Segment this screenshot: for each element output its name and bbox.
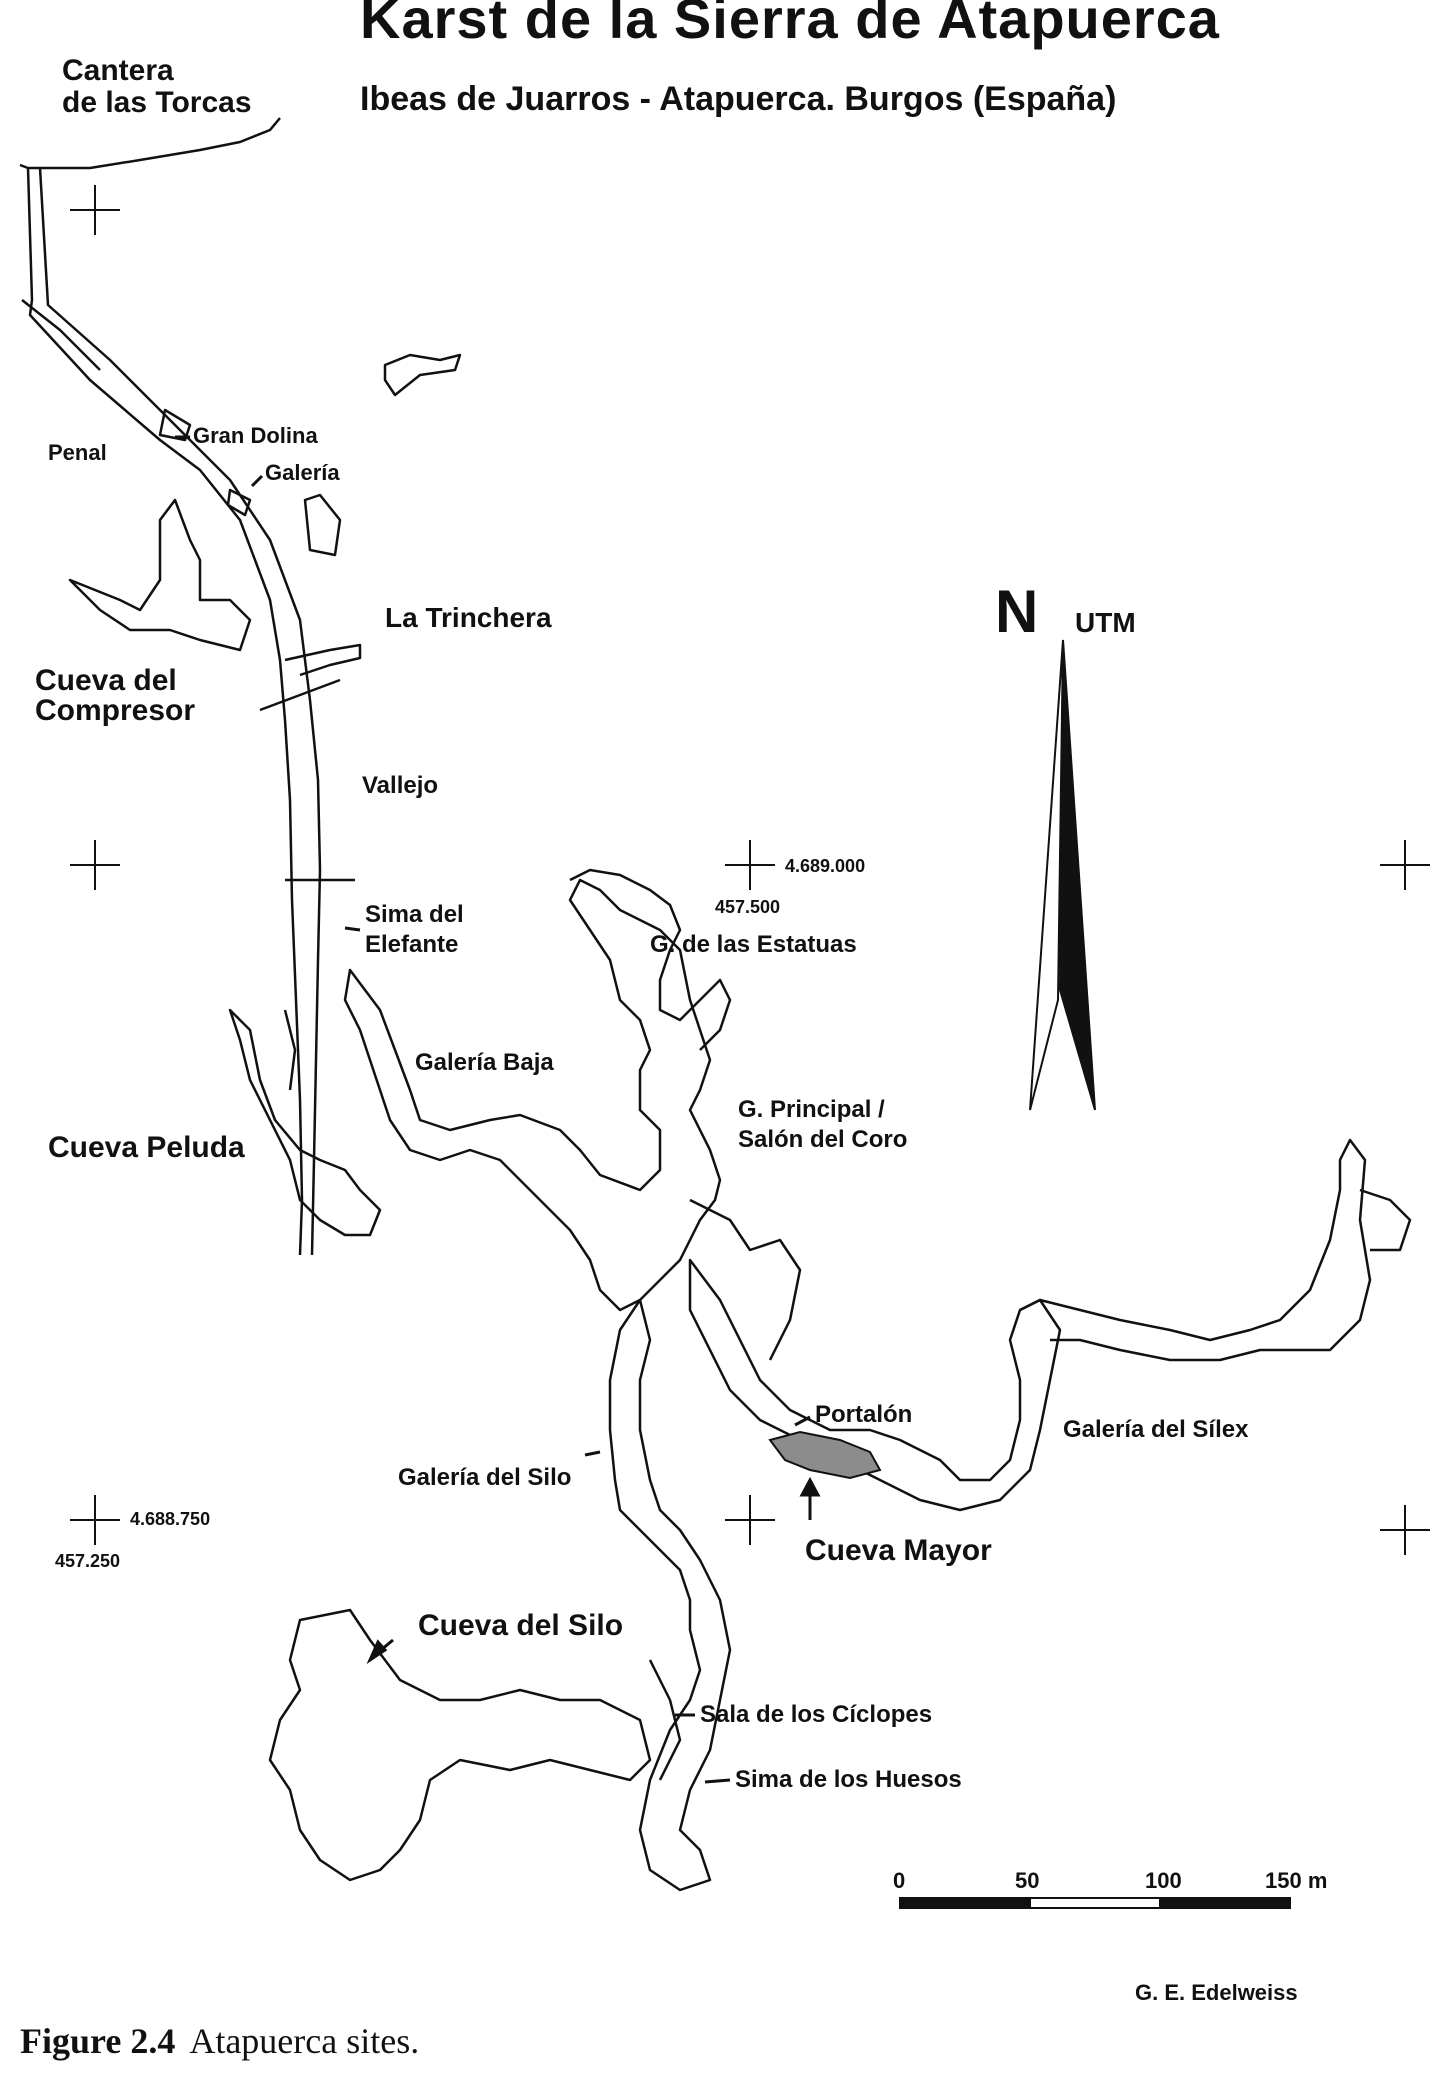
- label-cueva-silo: Cueva del Silo: [418, 1609, 623, 1642]
- survey-cross-2: [70, 840, 120, 890]
- label-la-trinchera: La Trinchera: [385, 602, 552, 633]
- gran-dolina-outline: [158, 408, 192, 442]
- survey-cross-3: [725, 840, 775, 890]
- cueva-peluda-outline: [228, 1008, 382, 1237]
- coord-west: 457.250: [55, 1551, 120, 1571]
- estatuas-outline: [569, 868, 732, 1051]
- trinchera-spur: [284, 643, 362, 677]
- compresor-outline: [68, 498, 252, 652]
- scale-tick-50: 50: [1015, 1868, 1039, 1893]
- coord-east: 457.500: [715, 897, 780, 917]
- label-portalon: Portalón: [815, 1401, 912, 1428]
- scale-tick-150: 150 m: [1265, 1868, 1327, 1893]
- cueva-silo-outline: [268, 1608, 652, 1882]
- label-cueva-mayor: Cueva Mayor: [805, 1534, 992, 1567]
- galeria-silex-outline: [1019, 1138, 1372, 1362]
- north-arrow: [1029, 639, 1096, 1111]
- coord-north: 4.689.000: [785, 856, 865, 876]
- small-fragment-outline: [383, 353, 462, 397]
- road-outline: [19, 117, 281, 170]
- galeria-outline: [226, 488, 252, 517]
- caption-text: Atapuerca sites.: [189, 2021, 420, 2061]
- label-g-principal-2: Salón del Coro: [738, 1126, 907, 1153]
- label-cantera-1: Cantera: [62, 54, 174, 87]
- coord-south: 4.688.750: [130, 1509, 210, 1529]
- peluda-branch: [283, 1009, 297, 1091]
- label-galeria: Galería: [265, 460, 340, 485]
- map-subtitle: Ibeas de Juarros - Atapuerca. Burgos (Es…: [360, 80, 1117, 118]
- label-pointers: [175, 435, 821, 1784]
- label-gran-dolina: Gran Dolina: [193, 423, 318, 448]
- label-penal: Penal: [48, 440, 107, 465]
- cueva-mayor-fill: [768, 1430, 882, 1480]
- survey-cross-7: [1380, 1505, 1430, 1555]
- survey-cross-4: [1380, 840, 1430, 890]
- figure-caption: Figure 2.4 Atapuerca sites.: [20, 2020, 419, 2062]
- label-compresor-2: Compresor: [35, 694, 195, 727]
- label-galeria-silex: Galería del Sílex: [1063, 1416, 1249, 1443]
- label-sima-elefante-1: Sima del: [365, 901, 464, 928]
- scale-tick-100: 100: [1145, 1868, 1182, 1893]
- survey-cross-5: [70, 1495, 120, 1545]
- inner-gallery: [689, 1198, 802, 1361]
- label-sala-ciclopes: Sala de los Cíclopes: [700, 1701, 932, 1728]
- label-compresor-1: Cueva del: [35, 664, 177, 697]
- survey-cross-1: [70, 185, 120, 235]
- label-sima-huesos: Sima de los Huesos: [735, 1766, 962, 1793]
- trench-branch: [21, 299, 101, 371]
- cueva-mayor-channel: [688, 1258, 1062, 1512]
- map-title: Karst de la Sierra de Atapuerca: [360, 0, 1220, 50]
- label-g-principal-1: G. Principal /: [738, 1096, 885, 1123]
- north-letter: N: [995, 578, 1038, 645]
- label-g-estatuas: G. de las Estatuas: [650, 931, 857, 958]
- scale-tick-0: 0: [893, 1868, 905, 1893]
- ciclopes-outline: [648, 1659, 682, 1781]
- label-galeria-baja: Galería Baja: [415, 1049, 554, 1076]
- label-vallejo: Vallejo: [362, 772, 438, 799]
- caption-number: Figure 2.4: [20, 2021, 176, 2061]
- silex-branch: [1359, 1188, 1412, 1252]
- label-galeria-silo: Galería del Silo: [398, 1464, 571, 1491]
- label-cantera-2: de las Torcas: [62, 86, 252, 119]
- galeria-baja-outline: [343, 878, 722, 1312]
- galeria-silo-outline: [608, 1298, 732, 1892]
- small-cave-outline: [303, 493, 342, 557]
- label-sima-elefante-2: Elefante: [365, 931, 458, 958]
- scale-bar: [899, 1897, 1291, 1909]
- label-cueva-peluda: Cueva Peluda: [48, 1131, 245, 1164]
- trench-cross-1: [259, 678, 341, 712]
- trench-east-edge: [38, 167, 322, 1256]
- credit: G. E. Edelweiss: [1135, 1980, 1298, 2005]
- survey-cross-6: [725, 1495, 775, 1545]
- north-utm-label: UTM: [1075, 607, 1136, 638]
- trench-west-edge: [26, 167, 304, 1256]
